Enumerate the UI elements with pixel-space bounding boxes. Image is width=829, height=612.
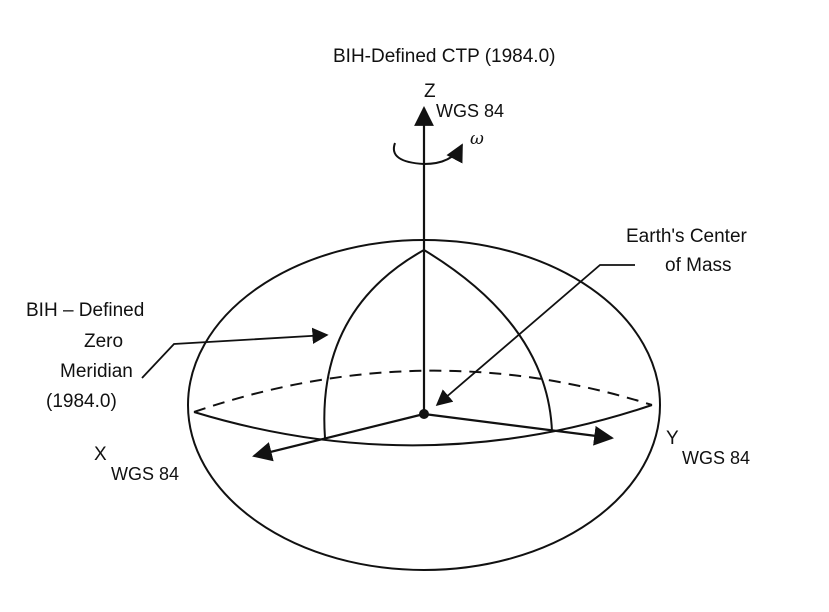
equator-front [193, 404, 653, 447]
center-of-mass-dot [419, 409, 429, 419]
y-meridian-arc [423, 249, 553, 433]
x-axis [252, 412, 425, 462]
x-axis-subscript: WGS 84 [111, 464, 179, 484]
meridian-label-line1: BIH – Defined [26, 300, 144, 321]
y-axis [423, 412, 614, 446]
center-label-line2: of Mass [665, 255, 732, 276]
center-leader-line [435, 264, 635, 407]
meridian-label-line2: Zero [84, 331, 123, 352]
x-axis-letter: X [94, 444, 107, 465]
meridian-leader-line [141, 327, 329, 379]
z-axis-subscript: WGS 84 [436, 101, 504, 121]
center-label-line1: Earth's Center [626, 226, 748, 247]
zero-meridian-arc [323, 249, 425, 439]
omega-symbol: ω [470, 129, 484, 149]
rotation-arrow [392, 142, 463, 166]
meridian-label-line3: Meridian [60, 361, 133, 382]
z-axis-letter: Z [424, 81, 436, 102]
meridian-label-line4: (1984.0) [46, 391, 117, 412]
equator-back-dashed [193, 369, 653, 413]
y-axis-subscript: WGS 84 [682, 448, 750, 468]
y-axis-letter: Y [666, 428, 679, 449]
diagram-title: BIH-Defined CTP (1984.0) [333, 46, 555, 67]
